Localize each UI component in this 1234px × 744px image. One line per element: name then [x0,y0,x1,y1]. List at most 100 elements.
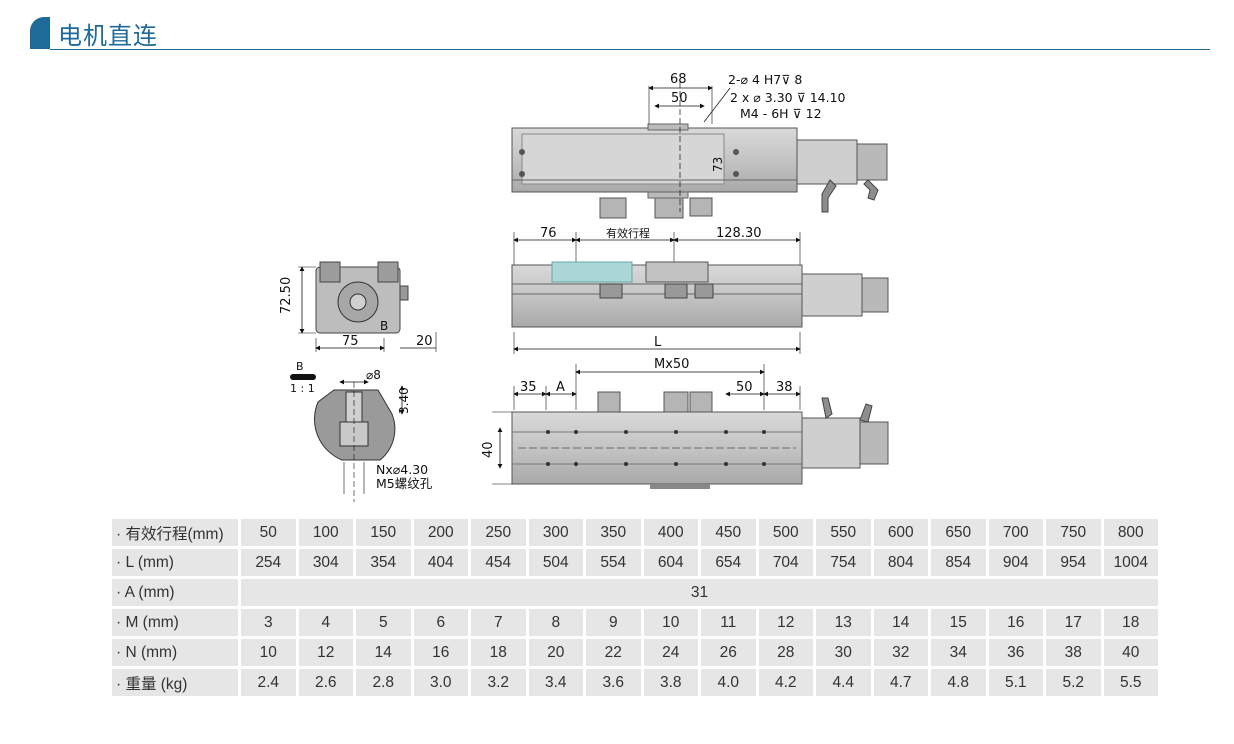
dim-75: 75 [342,334,359,349]
section-header: 电机直连 [30,14,1210,50]
top-view: 68 50 2-⌀ 4 H7⊽ 8 2 x ⌀ 3.30 ⊽ 14.10 M4 … [511,72,888,219]
dim-40: 40 [481,441,496,458]
hole-note-3: M4 - 6H ⊽ 12 [740,106,822,121]
spec-cell: 26 [701,639,756,666]
dim-50-bottom: 50 [736,380,753,395]
dim-73: 73 [711,157,725,172]
spec-cell: 5.1 [988,669,1043,696]
section-mark-b: B [380,319,388,333]
spec-cell: 16 [413,639,468,666]
spec-cell: 15 [931,609,986,636]
spec-cell: 854 [931,549,986,576]
spec-cell: 1004 [1103,549,1158,576]
spec-row: · A (mm)31 [112,579,1158,606]
detail-b: B 1 : 1 ⌀8 3.40 Nx⌀4.30 M5螺纹孔 [290,360,433,502]
dim-50-top: 50 [671,91,688,106]
spec-cell: 604 [643,549,698,576]
spec-cell: 150 [356,519,411,546]
spec-cell: 704 [758,549,813,576]
spec-cell: 504 [528,549,583,576]
header-rule [50,49,1210,50]
spec-cell: 3.0 [413,669,468,696]
spec-cell: 32 [873,639,928,666]
spec-cell: 454 [471,549,526,576]
spec-cell: 10 [241,639,296,666]
dim-20: 20 [416,334,433,349]
spec-cell: 4.2 [758,669,813,696]
detail-label-b: B [296,360,304,373]
detail-scale: 1 : 1 [290,382,315,395]
spec-cell: 9 [586,609,641,636]
spec-cell: 14 [356,639,411,666]
detail-dia8: ⌀8 [366,368,381,382]
spec-cell: 2.4 [241,669,296,696]
spec-cell: 16 [988,609,1043,636]
spec-cell: 30 [816,639,871,666]
spec-cell: 22 [586,639,641,666]
spec-cell: 38 [1046,639,1101,666]
bottom-view: Mx50 35 A 50 38 40 [481,357,889,489]
spec-cell: 4.8 [931,669,986,696]
spec-merged-cell: 31 [241,579,1158,606]
dim-76: 76 [540,226,557,241]
hole-note-2: 2 x ⌀ 3.30 ⊽ 14.10 [730,90,846,105]
spec-cell: 100 [298,519,353,546]
spec-cell: 18 [471,639,526,666]
dim-L: L [654,335,662,350]
spec-cell: 18 [1103,609,1158,636]
spec-cell: 750 [1046,519,1101,546]
spec-cell: 754 [816,549,871,576]
spec-cell: 250 [471,519,526,546]
spec-cell: 14 [873,609,928,636]
spec-cell: 304 [298,549,353,576]
spec-cell: 28 [758,639,813,666]
spec-cell: 200 [413,519,468,546]
spec-cell: 5.2 [1046,669,1101,696]
spec-cell: 650 [931,519,986,546]
dim-68: 68 [670,72,687,87]
spec-cell: 4.7 [873,669,928,696]
dim-128-30: 128.30 [716,226,762,241]
spec-cell: 20 [528,639,583,666]
spec-cell: 24 [643,639,698,666]
spec-row-label: · L (mm) [112,549,238,576]
spec-cell: 13 [816,609,871,636]
spec-row-label: · M (mm) [112,609,238,636]
spec-cell: 7 [471,609,526,636]
spec-cell: 350 [586,519,641,546]
spec-cell: 50 [241,519,296,546]
spec-cell: 300 [528,519,583,546]
dim-72-50: 72.50 [279,277,294,314]
dim-mx50: Mx50 [654,357,689,372]
spec-row-label: · A (mm) [112,579,238,606]
spec-row-label: · N (mm) [112,639,238,666]
spec-cell: 700 [988,519,1043,546]
spec-cell: 904 [988,549,1043,576]
spec-cell: 2.6 [298,669,353,696]
spec-cell: 3.6 [586,669,641,696]
spec-cell: 17 [1046,609,1101,636]
spec-cell: 954 [1046,549,1101,576]
spec-cell: 5 [356,609,411,636]
dim-35: 35 [520,380,537,395]
header-tab-marker [30,17,50,49]
spec-cell: 404 [413,549,468,576]
dim-3-40: 3.40 [397,387,411,414]
spec-row-label: · 重量 (kg) [112,669,238,696]
spec-cell: 3.4 [528,669,583,696]
spec-cell: 550 [816,519,871,546]
spec-cell: 2.8 [356,669,411,696]
spec-cell: 800 [1103,519,1158,546]
section-title: 电机直连 [58,22,158,50]
spec-cell: 4.0 [701,669,756,696]
hole-note-1: 2-⌀ 4 H7⊽ 8 [728,72,802,87]
spec-cell: 804 [873,549,928,576]
spec-cell: 6 [413,609,468,636]
note-m5-thread: M5螺纹孔 [376,476,433,491]
spec-cell: 36 [988,639,1043,666]
spec-cell: 34 [931,639,986,666]
